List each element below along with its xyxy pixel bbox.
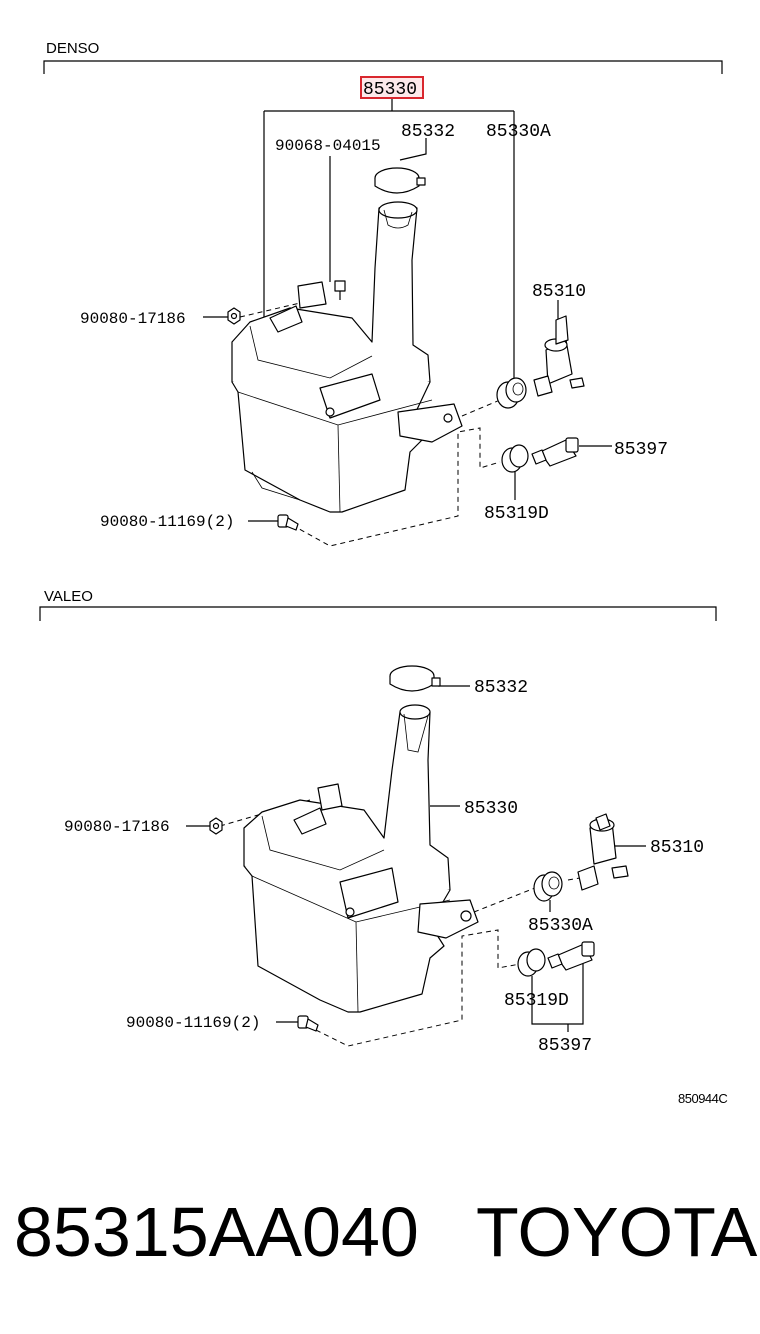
diagram-code: 850944C — [678, 1091, 727, 1106]
denso-group-bracket — [263, 99, 515, 378]
valeo-dash-b — [307, 929, 521, 1047]
denso-nut-90080-17186 — [227, 307, 241, 325]
denso-label-85310[interactable]: 85310 — [532, 282, 586, 302]
valeo-dash-d — [567, 877, 581, 881]
denso-label-90080-11169[interactable]: 90080-11169(2) — [100, 513, 234, 531]
denso-grommet-85330A — [496, 377, 527, 409]
valeo-grommet-85330A — [533, 871, 563, 902]
valeo-label-85397[interactable]: 85397 — [538, 1036, 592, 1056]
denso-screw-90080-11169 — [277, 514, 299, 531]
valeo-label-85330A[interactable]: 85330A — [528, 916, 593, 936]
valeo-cap-85332 — [389, 665, 441, 692]
denso-washer-tank — [231, 201, 463, 513]
denso-section-title: DENSO — [46, 40, 99, 57]
denso-grommet-85319D — [501, 444, 529, 473]
valeo-nut-90080-17186 — [209, 817, 223, 835]
valeo-label-90080-11169[interactable]: 90080-11169(2) — [126, 1014, 260, 1032]
footer-brand: TOYOTA — [476, 1193, 758, 1271]
valeo-leader-85319D-85397 — [531, 956, 584, 1025]
denso-label-85332[interactable]: 85332 — [401, 122, 455, 142]
valeo-label-85332[interactable]: 85332 — [474, 678, 528, 698]
denso-label-85319D[interactable]: 85319D — [484, 504, 549, 524]
denso-cap-85332 — [374, 167, 426, 194]
highlight-box — [360, 76, 424, 99]
valeo-section-bracket — [39, 606, 717, 621]
valeo-label-85310[interactable]: 85310 — [650, 838, 704, 858]
denso-dash-c — [461, 399, 501, 417]
denso-section: DENSO 85330 85332 85330A 90068-04015 853… — [43, 40, 723, 547]
valeo-dash-c — [473, 885, 541, 913]
valeo-section: VALEO 85332 85330 90080-17186 85310 8533… — [39, 588, 717, 1056]
denso-pump-85310 — [533, 315, 585, 397]
denso-label-90068-04015[interactable]: 90068-04015 — [275, 137, 381, 155]
denso-label-85397[interactable]: 85397 — [614, 440, 668, 460]
denso-leader-85332 — [399, 138, 427, 161]
valeo-section-title: VALEO — [44, 588, 93, 605]
denso-label-85330[interactable]: 85330 — [363, 80, 417, 100]
valeo-washer-tank — [243, 704, 479, 1013]
denso-bolt-90068 — [334, 280, 346, 300]
valeo-grommet-85319D — [517, 948, 546, 977]
valeo-label-85319D[interactable]: 85319D — [504, 991, 569, 1011]
valeo-label-85330[interactable]: 85330 — [464, 799, 518, 819]
valeo-screw-90080-11169 — [297, 1015, 319, 1032]
denso-section-bracket — [43, 60, 723, 74]
denso-label-90080-17186[interactable]: 90080-17186 — [80, 310, 186, 328]
denso-dash-a — [239, 302, 301, 318]
denso-label-85330A[interactable]: 85330A — [486, 122, 551, 142]
valeo-pump-85310 — [577, 813, 629, 891]
valeo-pump-85397 — [547, 941, 595, 971]
footer-part-number: 85315AA040 — [14, 1193, 419, 1271]
denso-pump-85397 — [531, 437, 579, 467]
valeo-label-90080-17186[interactable]: 90080-17186 — [64, 818, 170, 836]
